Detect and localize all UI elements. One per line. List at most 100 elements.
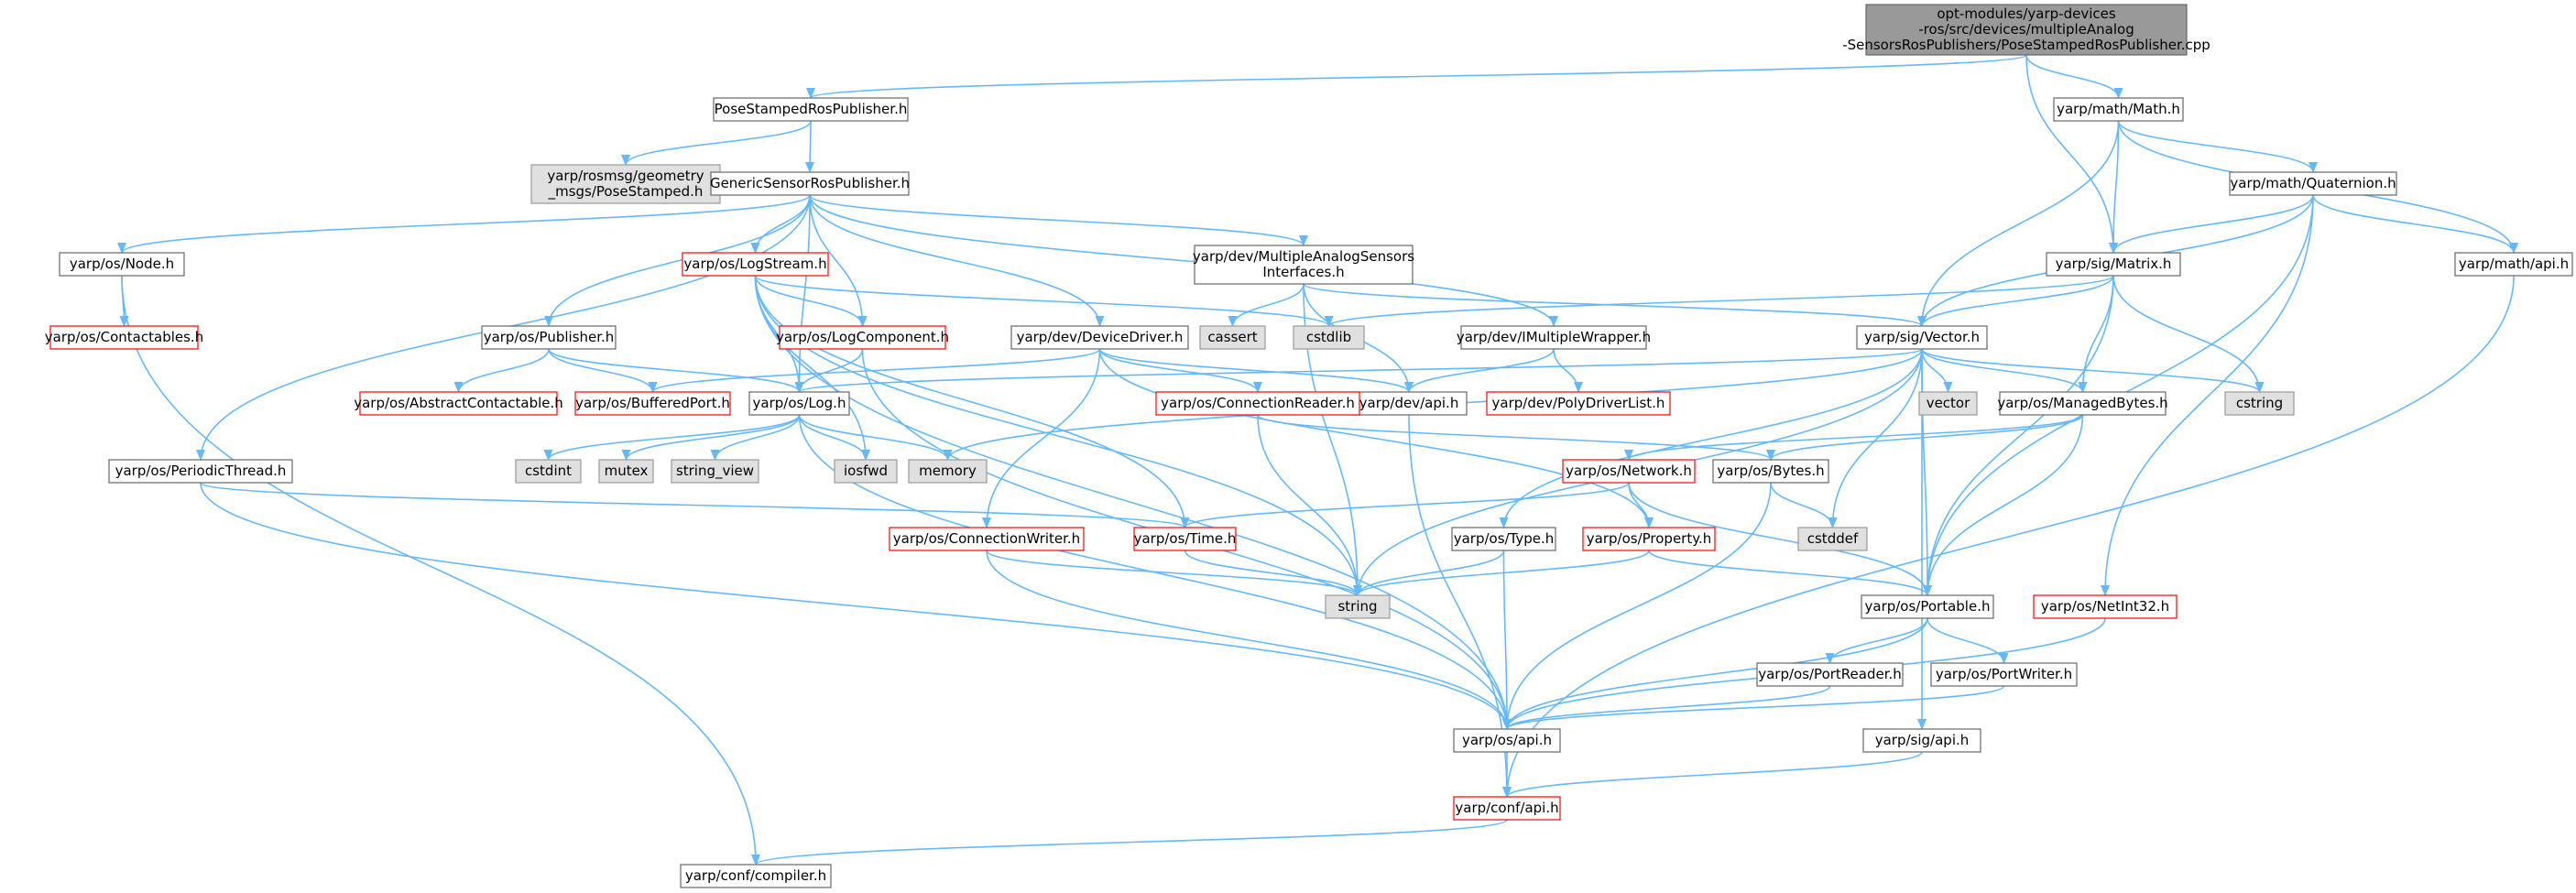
node-osapi[interactable]: yarp/os/api.h [1453,728,1561,753]
node-portreader[interactable]: yarp/os/PortReader.h [1756,662,1904,687]
node-box-logcomponent [779,325,946,350]
node-matrix[interactable]: yarp/sig/Matrix.h [2046,252,2181,277]
node-string_view[interactable]: string_view [671,459,759,484]
node-label-type: yarp/os/Type.h [1454,530,1555,547]
node-managedbytes[interactable]: yarp/os/ManagedBytes.h [1997,391,2168,416]
node-vector[interactable]: yarp/sig/Vector.h [1856,325,1988,350]
node-label-mathmath: yarp/math/Math.h [2057,101,2180,117]
node-type[interactable]: yarp/os/Type.h [1451,527,1556,551]
node-devapi[interactable]: yarp/dev/api.h [1350,391,1468,416]
node-netint32[interactable]: yarp/os/NetInt32.h [2033,594,2178,619]
node-connectionwriter[interactable]: yarp/os/ConnectionWriter.h [889,527,1085,551]
node-box-vector [1856,325,1988,350]
node-box-generic [710,171,910,196]
node-cstdint[interactable]: cstdint [515,459,582,484]
node-portwriter[interactable]: yarp/os/PortWriter.h [1930,662,2078,687]
edge-bytes-to-cstddef [1770,482,1838,528]
node-devicedriver[interactable]: yarp/dev/DeviceDriver.h [1010,325,1189,350]
edge-devicedriver-to-bufferedport [648,348,1101,393]
node-node[interactable]: yarp/os/Node.h [59,252,185,277]
node-memory[interactable]: memory [908,459,988,484]
node-mathapi[interactable]: yarp/math/api.h [2454,252,2573,277]
node-multianalog[interactable]: yarp/dev/MultipleAnalogSensorsInterfaces… [1193,245,1414,285]
node-mutex[interactable]: mutex [598,459,654,484]
node-rosmsg[interactable]: yarp/rosmsg/geometry_msgs/PoseStamped.h [530,164,721,204]
node-vectorstd[interactable]: vector [1918,391,1978,416]
node-box-osapi [1453,728,1561,753]
edge-imultiplewrapper-to-devapi [1404,348,1555,393]
node-box-bytes [1712,459,1829,484]
edge-logstream-to-iosfwd [754,275,870,461]
edge-quaternion-to-netint32 [2101,194,2314,596]
node-box-mathmath [2053,97,2184,122]
node-label-cstdint: cstdint [525,463,572,479]
edge-devicedriver-to-property [1098,348,1654,528]
node-network[interactable]: yarp/os/Network.h [1562,459,1696,484]
node-label-devicedriver: yarp/dev/DeviceDriver.h [1017,329,1184,345]
node-quaternion[interactable]: yarp/math/Quaternion.h [2229,171,2397,196]
node-polydriverlist[interactable]: yarp/dev/PolyDriverList.h [1486,391,1671,416]
node-contactables[interactable]: yarp/os/Contactables.h [45,325,203,350]
edge-devicedriver-to-devapi [1098,348,1414,393]
node-logcomponent[interactable]: yarp/os/LogComponent.h [776,325,949,350]
node-cassert[interactable]: cassert [1199,325,1266,350]
node-imultiplewrapper[interactable]: yarp/dev/IMultipleWrapper.h [1457,325,1651,350]
edge-mathmath-to-matrix [2109,120,2120,254]
node-log[interactable]: yarp/os/Log.h [748,391,850,416]
node-cstdlib[interactable]: cstdlib [1293,325,1365,350]
edge-quaternion-to-mathapi [2312,194,2518,254]
node-label-log: yarp/os/Log.h [753,395,846,411]
node-box-type [1451,527,1556,551]
node-box-confapi [1453,796,1561,821]
edge-devicedriver-to-connectionreader [1098,348,1262,393]
edge-node-to-compiler [121,275,760,866]
node-label-osapi: yarp/os/api.h [1462,732,1552,748]
node-posestamped[interactable]: PoseStampedRosPublisher.h [713,97,909,122]
node-time[interactable]: yarp/os/Time.h [1133,527,1237,551]
node-string[interactable]: string [1325,594,1391,619]
node-box-cassert [1199,325,1266,350]
edge-matrix-to-cstdlib [1324,275,2114,327]
node-box-root [1865,4,2188,56]
node-label-managedbytes: yarp/os/ManagedBytes.h [1997,395,2167,411]
node-logstream[interactable]: yarp/os/LogStream.h [682,252,829,277]
edge-confapi-to-compiler [751,819,1508,866]
edge-sigapi-to-confapi [1502,751,1923,798]
node-box-cstdint [515,459,582,484]
node-box-multianalog [1194,245,1414,285]
node-box-network [1562,459,1696,484]
node-root[interactable]: opt-modules/yarp-devices-ros/src/devices… [1842,4,2210,56]
node-connectionreader[interactable]: yarp/os/ConnectionReader.h [1155,391,1360,416]
node-compiler[interactable]: yarp/conf/compiler.h [680,864,832,888]
edge-vector-to-type [1499,348,1923,528]
node-box-cstdlib [1293,325,1365,350]
node-property[interactable]: yarp/os/Property.h [1582,527,1716,551]
node-generic[interactable]: GenericSensorRosPublisher.h [710,171,910,196]
edge-portreader-to-osapi [1502,685,1831,730]
edge-mathapi-to-confapi [1502,275,2515,798]
node-label-matrix: yarp/sig/Matrix.h [2056,256,2172,272]
node-confapi[interactable]: yarp/conf/api.h [1453,796,1561,821]
node-portable[interactable]: yarp/os/Portable.h [1861,594,1994,619]
node-bufferedport[interactable]: yarp/os/BufferedPort.h [574,391,731,416]
node-label-publisher: yarp/os/Publisher.h [484,329,615,345]
node-publisher[interactable]: yarp/os/Publisher.h [481,325,617,350]
node-cstring[interactable]: cstring [2224,391,2295,416]
node-periodicthread[interactable]: yarp/os/PeriodicThread.h [108,459,293,484]
node-label-string_view: string_view [676,463,754,480]
node-label-periodicthread: yarp/os/PeriodicThread.h [115,463,287,479]
node-abstractcontactable[interactable]: yarp/os/AbstractContactable.h [354,391,563,416]
node-label-cassert: cassert [1207,329,1257,345]
node-iosfwd[interactable]: iosfwd [834,459,898,484]
edge-network-to-property [1628,482,1654,528]
node-sigapi[interactable]: yarp/sig/api.h [1862,728,1981,753]
edge-managedbytes-to-portable [1923,414,2084,596]
edge-network-to-time [1180,482,1630,528]
node-box-vectorstd [1918,391,1978,416]
edge-logstream-to-logcomponent [754,275,868,327]
node-mathmath[interactable]: yarp/math/Math.h [2053,97,2184,122]
node-label-root: -SensorsRosPublishers/PoseStampedRosPubl… [1842,37,2210,53]
node-cstddef[interactable]: cstddef [1797,527,1868,551]
edge-log-to-iosfwd [798,414,870,461]
node-bytes[interactable]: yarp/os/Bytes.h [1712,459,1829,484]
